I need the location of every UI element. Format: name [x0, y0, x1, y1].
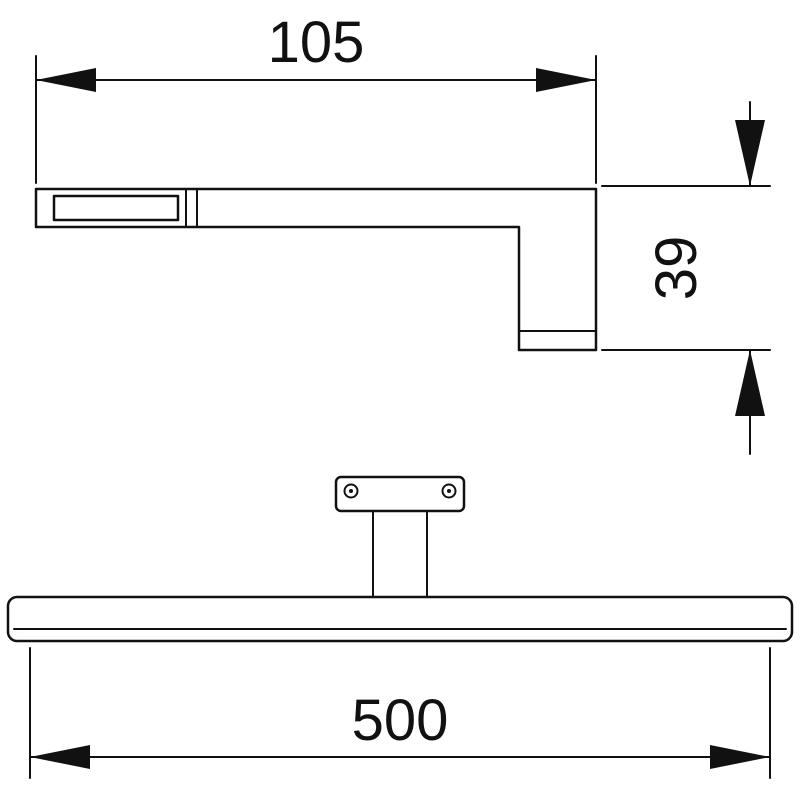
screw-right-icon — [441, 483, 457, 499]
screw-left-center — [349, 489, 353, 493]
screw-left-icon — [343, 483, 359, 499]
led-module-detail — [52, 194, 180, 222]
dimension-depth-label: 105 — [268, 10, 365, 75]
side-profile-view — [34, 187, 598, 352]
screw-right-center — [447, 489, 451, 493]
height-arrow-up — [735, 350, 765, 416]
dimension-height-label: 39 — [644, 236, 709, 301]
dimension-width-label: 500 — [352, 688, 449, 753]
mount-plate — [334, 475, 466, 513]
lamp-body — [6, 595, 794, 643]
dimension-height: 39 — [601, 101, 771, 455]
width-arrow-left — [30, 745, 90, 769]
front-view — [6, 475, 794, 643]
height-arrow-down — [735, 120, 765, 186]
depth-arrow-right — [536, 68, 596, 92]
depth-arrow-left — [36, 68, 96, 92]
dimension-depth: 105 — [35, 10, 597, 184]
width-arrow-right — [710, 745, 770, 769]
side-profile-outline — [34, 187, 598, 352]
dimension-width: 500 — [29, 647, 771, 779]
